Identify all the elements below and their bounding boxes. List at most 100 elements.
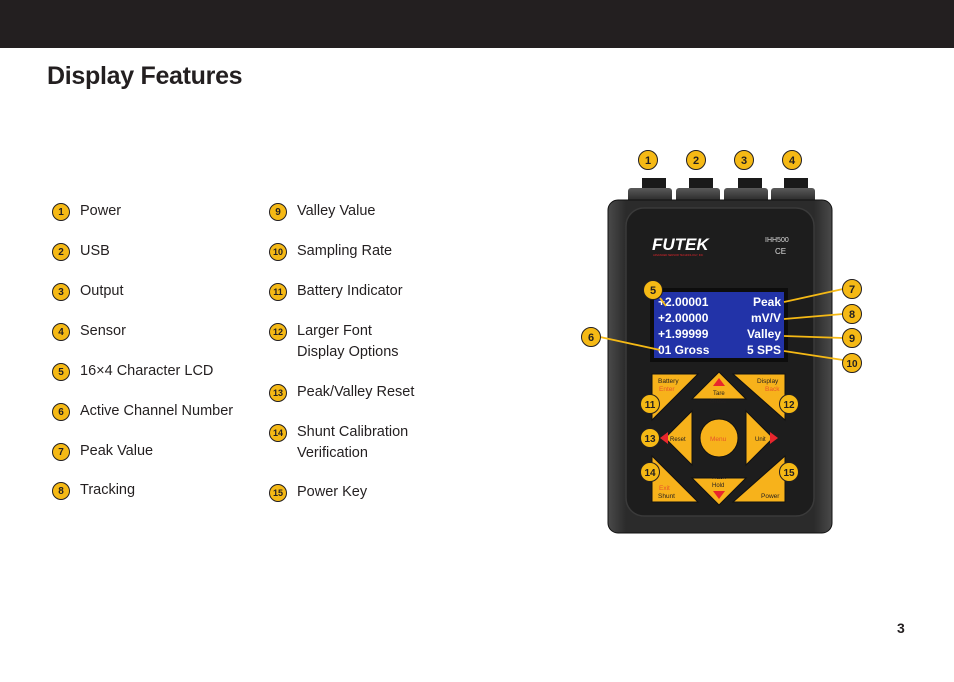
feature-label: Active Channel Number [80, 401, 233, 422]
feature-label-line: Tracking [80, 482, 136, 498]
device-badge: 6 [581, 327, 601, 347]
lcd-line-right: 5 SPS [747, 343, 781, 357]
device-badge: 12 [779, 394, 799, 414]
feature-number-badge: 14 [269, 424, 287, 442]
feature-label-line: Verification [297, 445, 368, 461]
device-badge-circle [643, 280, 663, 300]
lcd-line-right: Peak [753, 295, 781, 309]
feature-item: 2 USB [52, 243, 110, 262]
feature-number-badge: 15 [269, 484, 287, 502]
feature-label: Battery Indicator [297, 281, 403, 302]
device-badge-circle [842, 279, 862, 299]
lcd-line-right: mV/V [751, 311, 781, 325]
feature-label: Peak/Valley Reset [297, 382, 414, 403]
device-badge-circle [640, 462, 660, 482]
lcd-screen [654, 292, 784, 358]
device-badge-circle [779, 394, 799, 414]
feature-item: 9 Valley Value [269, 203, 375, 222]
feature-number-badge: 5 [52, 363, 70, 381]
feature-label-line: Display Options [297, 344, 399, 360]
feature-number-badge: 9 [269, 203, 287, 221]
feature-label-line: Sampling Rate [297, 243, 393, 259]
device-badge-number: 4 [789, 155, 796, 167]
feature-label-line: Output [80, 283, 124, 299]
down-arrow-icon [713, 491, 725, 499]
feature-number-badge: 2 [52, 243, 70, 261]
feature-number-badge: 11 [269, 283, 287, 301]
reset-key[interactable] [664, 409, 693, 467]
device-badge: 7 [842, 279, 862, 299]
feature-number-badge: 10 [269, 243, 287, 261]
feature-number-badge: 1 [52, 203, 70, 221]
feature-label-line: Power [80, 203, 122, 219]
key-exit-label: Exit [659, 485, 670, 492]
feature-number-badge: 6 [52, 403, 70, 421]
device-badge-circle [640, 394, 660, 414]
feature-number-badge: 12 [269, 323, 287, 341]
feature-item: 1 Power [52, 203, 121, 222]
device-badge-circle [779, 462, 799, 482]
feature-label: Power [80, 201, 121, 222]
device-badge-circle [581, 327, 601, 347]
key-power-label: Power [761, 493, 780, 500]
feature-label: Valley Value [297, 201, 375, 222]
device-badge-number: 10 [846, 359, 858, 370]
lcd-line-right: Valley [747, 327, 781, 341]
feature-label-line: Peak/Valley Reset [297, 384, 415, 400]
device-badge-number: 6 [588, 332, 594, 344]
device-badge: 11 [640, 394, 660, 414]
feature-label-line: Active Channel Number [80, 403, 234, 419]
feature-label: Output [80, 281, 124, 302]
callout-line-10 [783, 350, 844, 361]
left-arrow-icon [660, 432, 668, 444]
feature-number-badge: 3 [52, 283, 70, 301]
device-badge: 10 [842, 353, 862, 373]
device-badge-number: 15 [783, 468, 795, 479]
feature-item: 3 Output [52, 283, 124, 302]
feature-label: Sensor [80, 321, 126, 342]
feature-label: Peak Value [80, 441, 153, 462]
feature-label: USB [80, 241, 110, 262]
device-badge-number: 13 [644, 434, 656, 445]
device-badge: 8 [842, 304, 862, 324]
device-badge-number: 14 [644, 468, 656, 479]
key-tare-label: Tare [713, 391, 725, 397]
right-arrow-icon [770, 432, 778, 444]
menu-key[interactable] [699, 418, 739, 458]
feature-label-line: USB [80, 243, 110, 259]
device-badge: 9 [842, 328, 862, 348]
feature-item: 10 Sampling Rate [269, 243, 392, 262]
callout-line-8 [783, 313, 844, 320]
key-gross-label: Gross [710, 399, 726, 405]
feature-label-line: Shunt Calibration [297, 424, 409, 440]
feature-label: Power Key [297, 482, 367, 503]
key-display-label: Display [757, 378, 779, 385]
feature-label-line: Battery Indicator [297, 283, 403, 299]
feature-number-badge: 13 [269, 384, 287, 402]
device-badge-number: 3 [741, 155, 747, 167]
up-arrow-icon [713, 378, 725, 386]
device-badge-circle [842, 353, 862, 373]
page-title: Display Features [47, 62, 243, 90]
device-badge: 2 [686, 150, 706, 170]
unit-key[interactable] [745, 409, 774, 467]
device-badge: 3 [734, 150, 754, 170]
key-menu-label: Menu [710, 436, 727, 443]
feature-label: Tracking [80, 480, 135, 501]
keypad: Battery Enter Display Back Tare Gross Re… [651, 371, 786, 506]
device-badge: 15 [779, 462, 799, 482]
device-badge-number: 8 [849, 309, 855, 321]
device-badge: 5 [643, 280, 663, 300]
key-battery-label: Battery [658, 378, 679, 385]
callout-line-6 [599, 336, 661, 351]
callout-line-5 [659, 297, 667, 307]
feature-label-line: Valley Value [297, 203, 376, 219]
device-badge-number: 11 [645, 400, 656, 411]
feature-item: 6 Active Channel Number [52, 403, 233, 422]
